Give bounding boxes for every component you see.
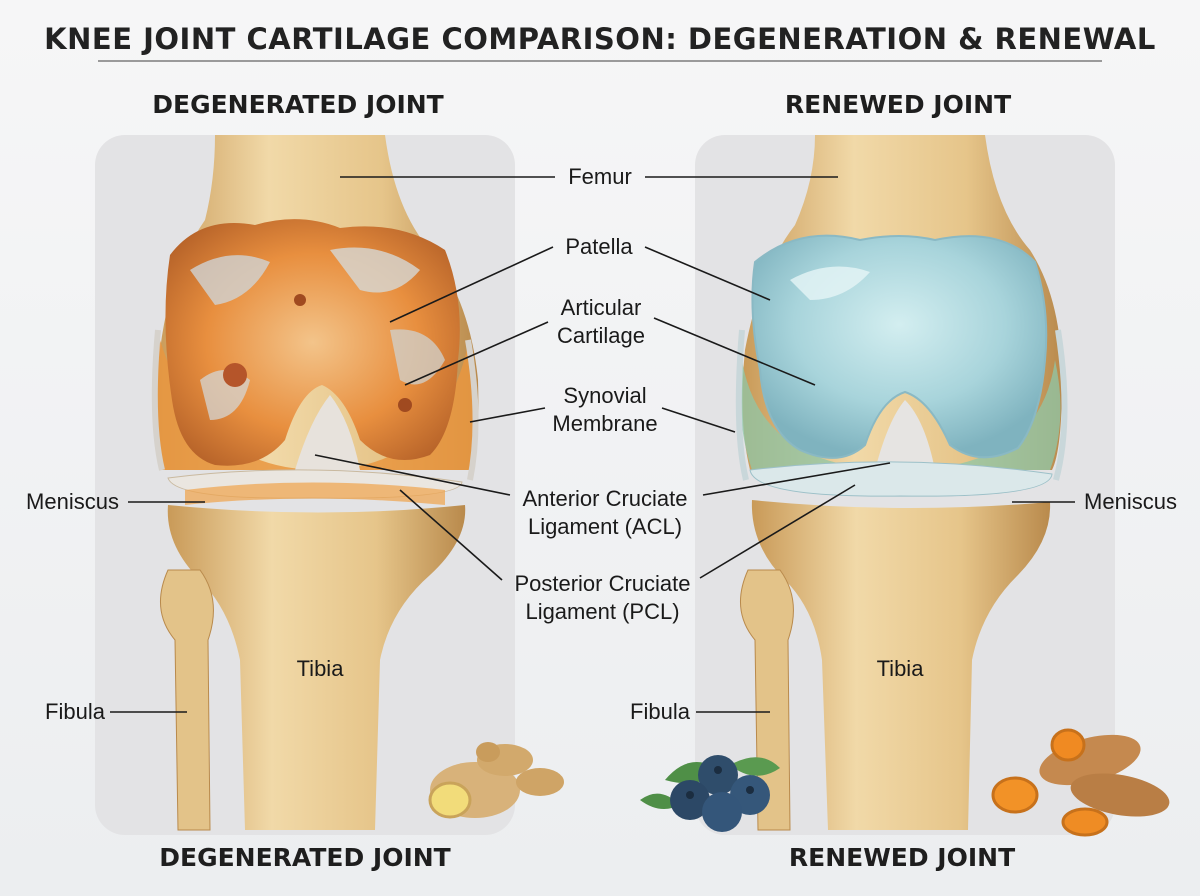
right-synovial-membrane <box>739 360 1061 470</box>
left-knee <box>151 135 479 831</box>
left-synovial-membrane <box>155 340 478 470</box>
label-articular-line2: Cartilage <box>556 323 646 348</box>
label-synovial-line2: Membrane <box>552 411 658 436</box>
label-acl: Anterior Cruciate Ligament (ACL) <box>505 485 705 541</box>
blueberries-illustration <box>640 755 780 832</box>
label-patella: Patella <box>565 234 633 259</box>
leader-lines <box>110 176 1075 713</box>
right-knee <box>735 135 1068 831</box>
right-meniscus <box>749 461 1053 497</box>
label-meniscus-right: Meniscus <box>1084 489 1177 514</box>
right-tibia <box>751 500 1051 830</box>
ginger-root-illustration <box>428 742 564 819</box>
label-articular-line1: Articular <box>560 295 642 320</box>
right-acl <box>875 400 935 470</box>
label-pcl-line1: Posterior Cruciate <box>514 571 691 596</box>
label-fibula-left: Fibula <box>45 699 105 724</box>
label-meniscus-left: Meniscus <box>26 489 119 514</box>
left-acl <box>295 395 360 470</box>
label-femur: Femur <box>568 164 632 189</box>
right-fibula <box>739 569 794 831</box>
left-fibula <box>159 569 214 831</box>
title-divider <box>98 60 1102 62</box>
label-acl-line1: Anterior Cruciate <box>522 486 688 511</box>
right-panel-title-top: RENEWED JOINT <box>784 90 1012 119</box>
left-tibia <box>167 505 466 830</box>
label-synovial-line1: Synovial <box>563 383 647 408</box>
page-title: KNEE JOINT CARTILAGE COMPARISON: DEGENER… <box>44 22 1156 56</box>
label-acl-line2: Ligament (ACL) <box>527 514 683 539</box>
label-pcl: Posterior Cruciate Ligament (PCL) <box>500 570 705 626</box>
left-panel-title-top: DEGENERATED JOINT <box>152 90 444 119</box>
label-tibia-right: Tibia <box>876 656 924 681</box>
label-articular-cartilage: Articular Cartilage <box>545 294 657 350</box>
turmeric-root-illustration <box>991 728 1170 837</box>
label-synovial-membrane: Synovial Membrane <box>540 382 670 438</box>
label-fibula-right: Fibula <box>630 699 690 724</box>
label-tibia-left: Tibia <box>296 656 344 681</box>
right-panel-title-bottom: RENEWED JOINT <box>788 843 1016 872</box>
left-panel-title-bottom: DEGENERATED JOINT <box>159 843 451 872</box>
label-pcl-line2: Ligament (PCL) <box>525 599 680 624</box>
